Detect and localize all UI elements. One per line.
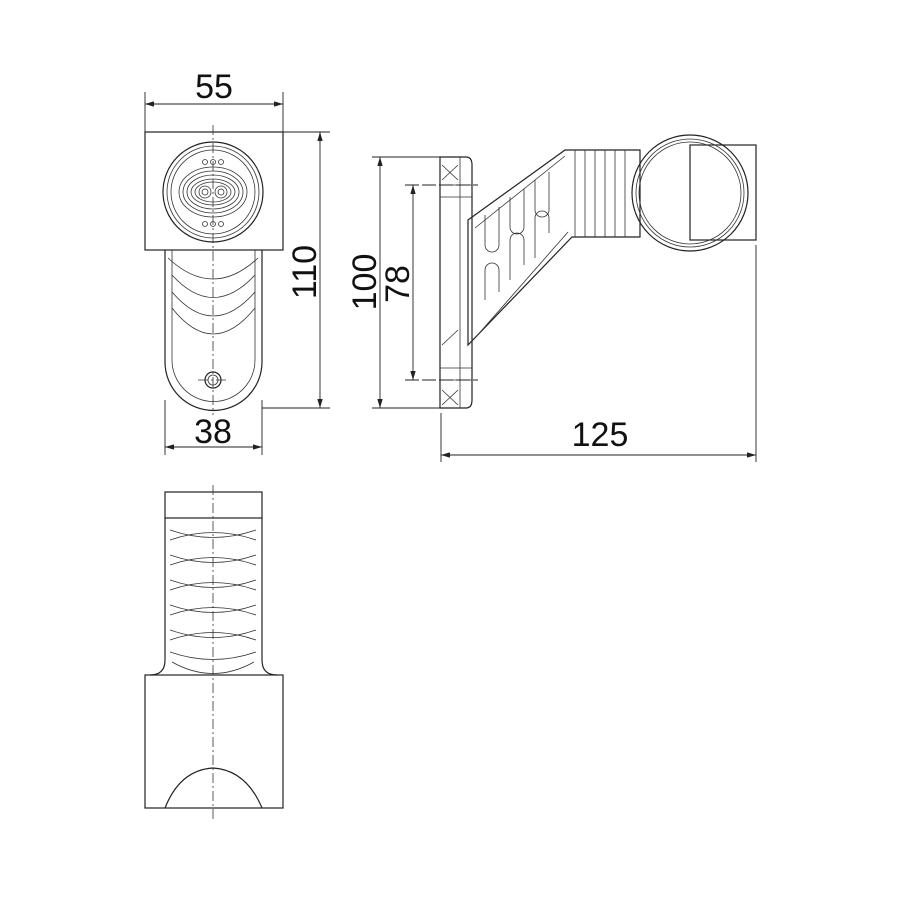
dim-label-38: 38 (194, 413, 232, 451)
front-view (144, 125, 284, 415)
dim-label-55: 55 (195, 68, 233, 106)
dimension-hole-spacing: 78 (379, 184, 478, 381)
dim-label-125: 125 (572, 416, 629, 454)
dimension-front-height: 110 (262, 131, 330, 409)
dim-label-100: 100 (346, 254, 384, 311)
dim-label-78: 78 (379, 265, 417, 303)
dimension-stem-width: 38 (164, 400, 263, 455)
bottom-view (144, 485, 284, 822)
side-view (439, 134, 757, 409)
dim-label-110: 110 (286, 245, 324, 299)
dimension-front-width: 55 (144, 68, 284, 132)
dimension-arm-length: 125 (440, 245, 757, 462)
dimension-flange-height: 100 (346, 156, 440, 409)
